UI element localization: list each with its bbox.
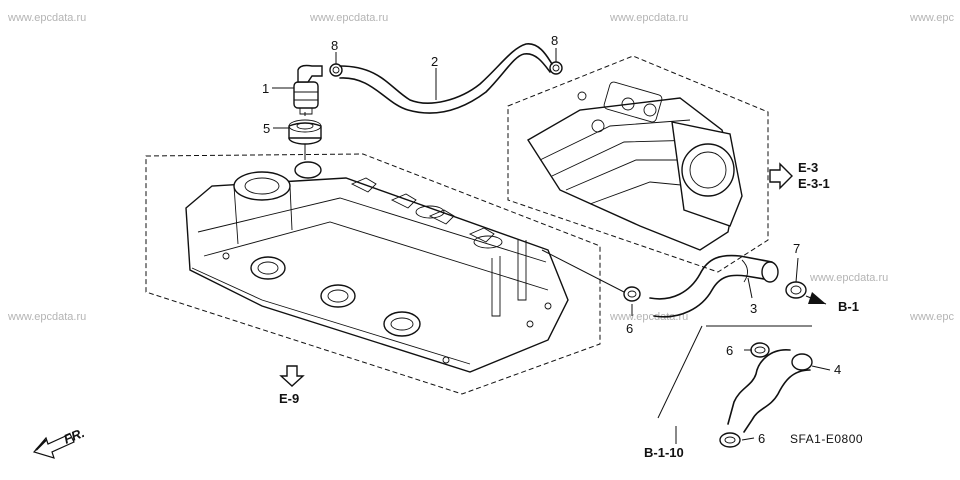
watermark: www.epcdata.ru — [309, 12, 388, 24]
ref-arrow-b1 — [805, 292, 827, 305]
coolant-hose-b — [727, 349, 813, 433]
pcv-valve — [293, 64, 323, 115]
ref-label-b1: B-1 — [838, 299, 859, 314]
watermark: www.epcdata.ru — [809, 272, 888, 284]
ref-label-e9: E-9 — [279, 391, 299, 406]
hose-clamp — [750, 342, 770, 358]
watermark: www.epcdata.ru — [7, 311, 86, 323]
ref-arrow-e3 — [769, 162, 793, 190]
watermark: www.epc — [909, 311, 955, 323]
callout-1: 1 — [262, 81, 269, 96]
breather-hose — [339, 43, 553, 114]
cylinder-head-cover — [185, 161, 569, 373]
callout-labels: 1 5 8 2 8 6 3 7 6 4 6 — [262, 33, 841, 446]
hose-clamp — [785, 281, 807, 299]
callout-3: 3 — [750, 301, 757, 316]
watermark-layer: www.epcdata.ru www.epcdata.ru www.epcdat… — [7, 12, 955, 323]
callout-8: 8 — [331, 38, 338, 53]
intake-manifold — [527, 81, 743, 251]
hose-clamp — [623, 286, 641, 302]
watermark: www.epcdata.ru — [609, 311, 688, 323]
diagram-code: SFA1-E0800 — [790, 432, 863, 446]
callout-2: 2 — [431, 54, 438, 69]
grommet — [288, 119, 322, 145]
reference-labels: E-3 E-3-1 E-9 B-1 B-1-10 — [279, 160, 859, 460]
ref-label-e3: E-3 — [798, 160, 818, 175]
ref-arrow-e9 — [279, 365, 305, 387]
callout-7: 7 — [793, 241, 800, 256]
watermark: www.epcdata.ru — [7, 12, 86, 24]
front-direction-arrow — [32, 433, 75, 459]
callout-8: 8 — [551, 33, 558, 48]
ref-label-b1-10: B-1-10 — [644, 445, 684, 460]
leader-lines — [272, 48, 831, 444]
watermark: www.epcdata.ru — [609, 12, 688, 24]
intake-manifold-boundary — [507, 55, 769, 273]
callout-6: 6 — [726, 343, 733, 358]
coolant-hose-a — [649, 254, 779, 318]
hose-clamp — [719, 432, 741, 448]
watermark: www.epc — [909, 12, 955, 24]
callout-6: 6 — [758, 431, 765, 446]
callout-5: 5 — [263, 121, 270, 136]
front-direction-label: FR. — [62, 425, 87, 447]
ref-label-e3-1: E-3-1 — [798, 176, 830, 191]
callout-4: 4 — [834, 362, 841, 377]
callout-6: 6 — [626, 321, 633, 336]
head-cover-boundary — [145, 153, 601, 395]
